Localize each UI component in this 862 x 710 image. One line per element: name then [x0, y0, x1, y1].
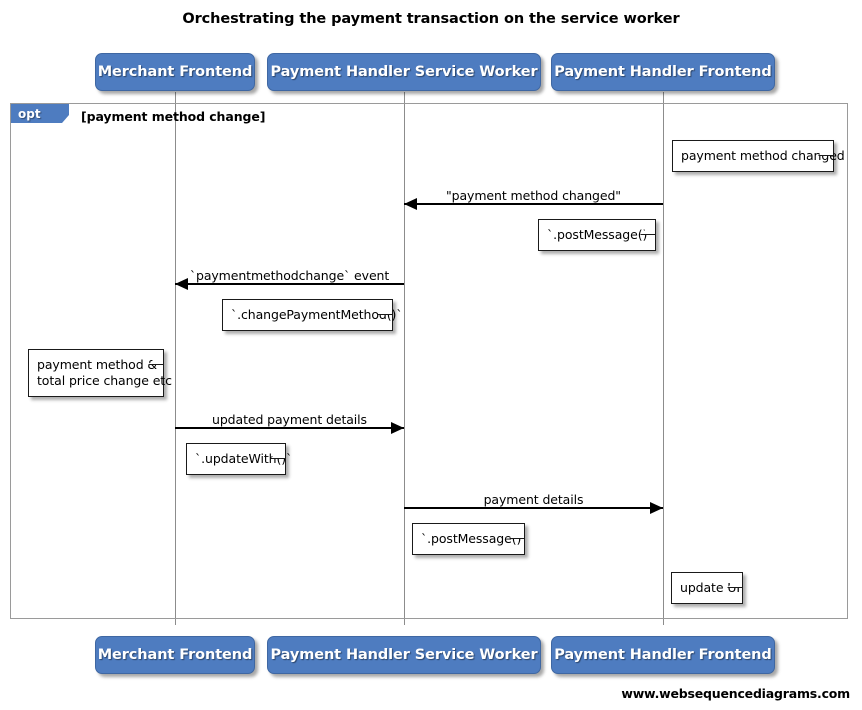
message-arrowhead-payment-method-changed: [404, 198, 417, 210]
participant-box-bottom-payment-handler-frontend[interactable]: Payment Handler Frontend: [551, 636, 775, 674]
note-payment-method-changed: payment method changed: [672, 140, 845, 172]
page-title: Orchestrating the payment transaction on…: [182, 11, 680, 27]
lifeline-merchant-frontend: [175, 92, 176, 625]
note-update-with: `.updateWith()`: [186, 443, 292, 475]
participant-box-top-merchant-frontend[interactable]: Merchant Frontend: [95, 53, 255, 91]
message-line-payment-details: [404, 507, 663, 509]
fragment-opt-tag: opt: [11, 104, 69, 123]
message-arrowhead-paymentmethodchange-event: [175, 278, 188, 290]
lifeline-payment-handler-service-worker: [404, 92, 405, 625]
message-label-paymentmethodchange-event: `paymentmethodchange` event: [189, 268, 390, 283]
message-label-payment-method-changed: "payment method changed": [446, 188, 621, 203]
message-label-payment-details: payment details: [483, 492, 584, 507]
lifeline-payment-handler-frontend: [663, 92, 664, 625]
message-line-paymentmethodchange-event: [175, 283, 404, 285]
participant-box-top-payment-handler-frontend[interactable]: Payment Handler Frontend: [551, 53, 775, 91]
footer-credit: www.websequencediagrams.com: [621, 686, 850, 701]
fragment-opt-frame: [10, 103, 848, 619]
note-post-message-frontend: `.postMessage()`: [538, 219, 656, 251]
participant-box-bottom-merchant-frontend[interactable]: Merchant Frontend: [95, 636, 255, 674]
note-update-ui: update UI: [671, 572, 743, 604]
message-arrowhead-updated-payment-details: [391, 422, 404, 434]
participant-box-bottom-payment-handler-service-worker[interactable]: Payment Handler Service Worker: [267, 636, 541, 674]
note-change-payment-method: `.changePaymentMethod()`: [222, 299, 403, 331]
message-line-payment-method-changed: [404, 203, 663, 205]
participant-box-top-payment-handler-service-worker[interactable]: Payment Handler Service Worker: [267, 53, 541, 91]
message-label-updated-payment-details: updated payment details: [212, 412, 367, 427]
note-payment-method-total-price-change: payment method & total price change etc: [28, 349, 172, 397]
fragment-opt-guard: [payment method change]: [81, 109, 266, 124]
message-arrowhead-payment-details: [650, 502, 663, 514]
message-line-updated-payment-details: [175, 427, 404, 429]
note-post-message-service-worker: `.postMessage()`: [412, 523, 528, 555]
